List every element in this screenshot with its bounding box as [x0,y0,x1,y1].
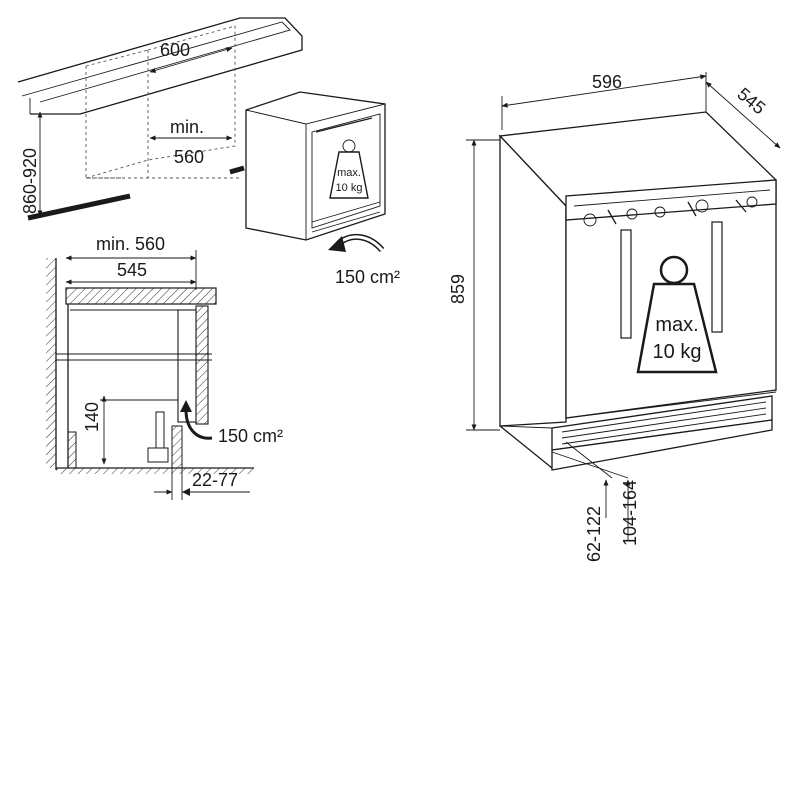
perspective-niche-view: 860-920 600 min. 560 max. 10 kg 150 cm² [17,17,400,287]
section-depth-label: 545 [117,260,147,280]
section-min-label: min. 560 [96,234,165,254]
svg-text:10 kg: 10 kg [336,182,363,194]
weight-icon-large: max. 10 kg [636,255,718,374]
plinth-range-label: 22-77 [192,470,238,490]
appliance-front-view: 596 545 859 ma [448,72,781,562]
airflow-arrow-icon [328,233,385,253]
svg-text:max.: max. [337,167,361,179]
niche-depth-label: 600 [160,40,190,60]
height-label: 859 [448,274,468,304]
hinge-hardware-icon [583,196,758,227]
width-label: 596 [592,72,622,92]
plinth-high-label: 104-164 [620,480,640,546]
section-height-label: 140 [82,402,102,432]
depth-label: 545 [733,84,769,119]
svg-text:10 kg: 10 kg [653,341,702,363]
vent-area-label-top: 150 cm² [335,267,400,287]
plinth-low-label: 62-122 [584,506,604,562]
niche-min-value: 560 [174,147,204,167]
niche-min-label: min. [170,117,204,137]
vent-area-label-section: 150 cm² [218,426,283,446]
svg-text:max.: max. [655,314,698,336]
side-section-view: min. 560 545 140 150 cm² 22-77 [46,234,283,500]
weight-icon: max. 10 kg [329,139,369,199]
niche-height-label: 860-920 [20,148,40,214]
